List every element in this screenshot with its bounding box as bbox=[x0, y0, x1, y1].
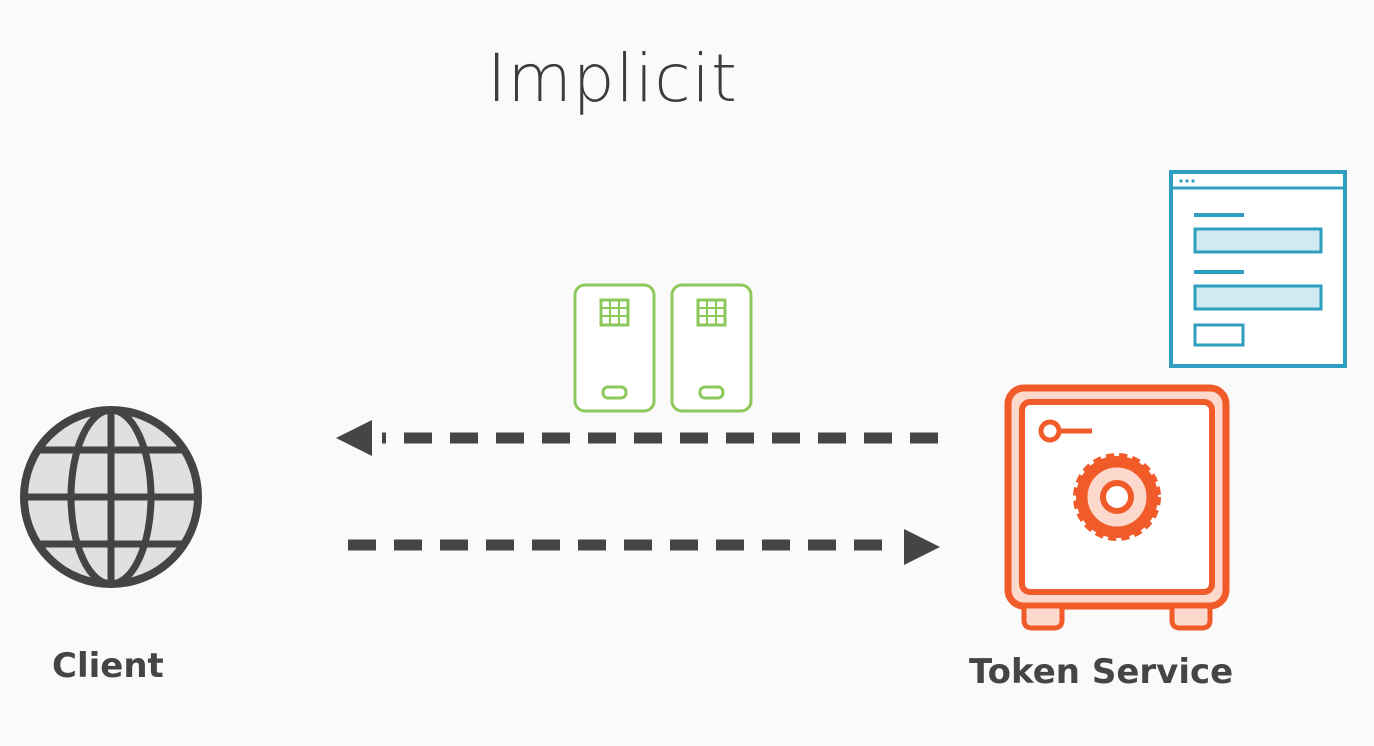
browser-form-icon bbox=[1169, 170, 1347, 368]
safe-icon bbox=[1004, 384, 1230, 631]
globe-icon bbox=[20, 406, 202, 588]
diagram-title: Implicit bbox=[487, 40, 738, 117]
token-card-icon bbox=[573, 283, 656, 413]
client-label: Client bbox=[52, 646, 164, 686]
token-card-icon bbox=[670, 283, 753, 413]
arrow-to-client bbox=[336, 420, 938, 456]
token-service-label: Token Service bbox=[969, 652, 1234, 692]
arrow-to-token-service bbox=[348, 529, 940, 565]
